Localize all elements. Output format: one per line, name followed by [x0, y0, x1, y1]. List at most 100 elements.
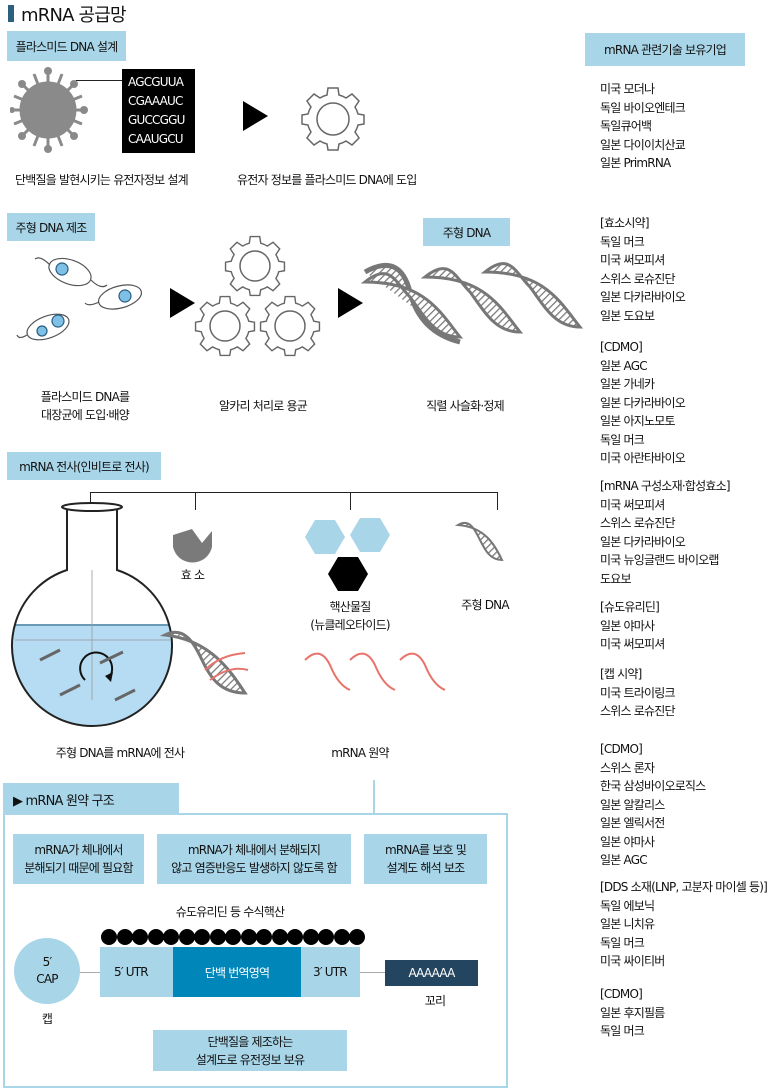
company-item: 독일 머크	[600, 935, 645, 950]
gear-icon	[301, 87, 365, 151]
virus-icon	[10, 67, 88, 153]
company-item: 독일 바이오엔테크	[600, 100, 686, 115]
tree-line	[90, 492, 498, 493]
company-item: 스위스 로슈진단	[600, 516, 676, 530]
nucleotide-dot	[287, 929, 304, 946]
company-item: 도요보	[600, 571, 632, 586]
note-line: mRNA가 체내에서 분해되지	[187, 843, 321, 857]
note-line: mRNA가 체내에서	[34, 843, 123, 857]
cap-circle: 5′ CAP	[14, 938, 80, 1004]
caption-line: (뉴클레오타이드)	[310, 618, 390, 632]
company-item: 일본 다카라바이오	[600, 395, 686, 410]
caption-mrna-drug: mRNA 원약	[331, 746, 389, 760]
nucleotide-dot	[225, 929, 242, 946]
utr5-segment: 5′ UTR	[100, 947, 173, 997]
company-item: 일본 PrimRNA	[600, 156, 671, 170]
caption-line: 플라스미드 DNA를	[40, 390, 130, 404]
section-label-template-dna: 주형 DNA 제조	[7, 213, 95, 241]
company-item: 일본 AGC	[600, 853, 648, 867]
sequence-line: AGCGUUA	[128, 75, 184, 89]
company-item: 독일큐어백	[600, 119, 652, 133]
company-item: [슈도유리딘]	[600, 600, 660, 614]
section-label-plasmid-design: 플라스미드 DNA 설계	[7, 31, 126, 61]
tail-label: 꼬리	[424, 994, 446, 1008]
note-line: 않고 염증반응도 발생하지 않도록 함	[171, 861, 337, 875]
company-item: 일본 야마사	[600, 618, 655, 633]
note-line: 분해되기 때문에 필요함	[24, 861, 133, 875]
sequence-line: CGAAAUC	[128, 94, 183, 108]
company-item: [CDMO]	[600, 987, 643, 1001]
company-item: 일본 AGC	[600, 358, 648, 373]
nucleotide-dot	[132, 929, 149, 946]
company-item: 독일 머크	[600, 1024, 645, 1038]
caption-transcription: 주형 DNA를 mRNA에 전사	[55, 746, 185, 760]
caption-plasmid-insert: 유전자 정보를 플라스미드 DNA에 도입	[237, 173, 417, 187]
flask-icon	[11, 502, 173, 727]
company-item: 일본 다이이치산쿄	[600, 137, 686, 152]
nucleotide-dot	[349, 929, 366, 946]
company-item: 일본 가네카	[600, 377, 655, 391]
arrow-right-icon	[338, 288, 363, 318]
nucleotide-dot	[318, 929, 335, 946]
company-item: 스위스 론자	[600, 760, 655, 775]
company-item: 독일 머크	[600, 432, 645, 447]
polya-tail: AAAAAA	[385, 960, 478, 986]
sequence-line: GUCCGGU	[128, 113, 185, 127]
note-line: 단백질을 제조하는	[207, 1034, 294, 1049]
structure-header: ▶ mRNA 원약 구조	[3, 783, 179, 815]
company-item: 일본 다카라바이오	[600, 534, 686, 549]
company-item: 일본 아지노모토	[600, 414, 676, 428]
company-item: 독일 에보닉	[600, 898, 655, 913]
gears-icon	[194, 235, 321, 357]
enzyme-icon	[173, 529, 212, 563]
company-item: 일본 후지필름	[600, 1005, 665, 1020]
template-dna-text: 주형 DNA	[461, 598, 509, 612]
company-item: 일본 다카라바이오	[600, 290, 686, 304]
modified-nucleotide-dots	[101, 929, 366, 946]
enzyme-label: 효 소	[180, 568, 205, 582]
note-line: mRNA를 보호 및	[384, 843, 467, 857]
nucleotide-dot	[302, 929, 319, 946]
page-title: mRNA 공급망	[21, 5, 127, 26]
sequence-box: AGCGUUA CGAAAUC GUCCGGU CAAUGCU	[122, 69, 195, 153]
nucleotide-dot	[271, 929, 288, 946]
template-dna-icon	[455, 521, 504, 562]
ecoli-icon	[16, 257, 143, 341]
tree-line	[195, 492, 196, 510]
note-line: 설계도 해석 보조	[386, 861, 466, 875]
tree-line	[497, 492, 498, 510]
nucleotide-label: 핵산물질 (뉴클레오타이드)	[290, 598, 410, 634]
note-line: 설계도로 유전정보 보유	[195, 1052, 305, 1067]
caption-lysis: 알카리 처리로 용균	[219, 399, 308, 413]
connector-line	[80, 972, 100, 973]
caption-purification: 직렬 사슬화·정제	[426, 399, 505, 413]
section-label-transcription: mRNA 전사(인비트로 전사)	[7, 452, 161, 480]
nucleotide-dot	[209, 929, 226, 946]
title-bar-icon	[8, 5, 14, 22]
cap-text: CAP	[36, 972, 58, 986]
cap-text: 5′	[42, 955, 53, 969]
cap-label: 캡	[41, 1012, 53, 1026]
company-item: [캡 시약]	[600, 667, 642, 681]
modified-nucleotide-label: 슈도유리딘 등 수식핵산	[175, 905, 285, 919]
sequence-line: CAAUGCU	[128, 132, 184, 146]
company-item: [CDMO]	[600, 340, 643, 354]
tree-line	[90, 492, 91, 506]
company-item: 미국 트라이링크	[600, 685, 675, 700]
nucleotide-icon	[305, 518, 390, 591]
company-item: [CDMO]	[600, 742, 643, 756]
connector-line	[76, 80, 122, 81]
company-item: 미국 써모피셔	[600, 497, 665, 512]
mrna-strands-icon	[304, 652, 446, 691]
caption-gene-design: 단백질을 발현시키는 유전자정보 설계	[15, 173, 189, 187]
company-item: 미국 아란타바이오	[600, 451, 686, 465]
nucleotide-dot	[147, 929, 164, 946]
connector-line	[360, 972, 385, 973]
nucleotide-dot	[101, 929, 118, 946]
